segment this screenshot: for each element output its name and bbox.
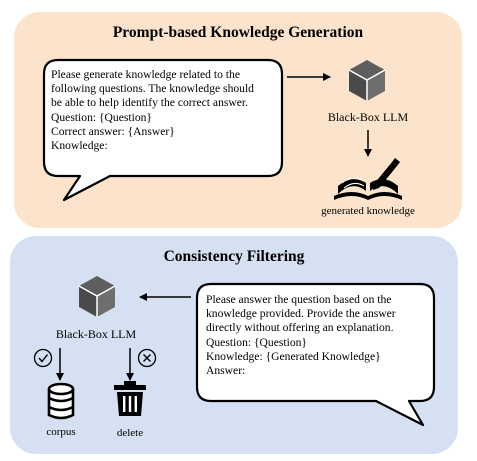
llm-label: Black-Box LLM <box>55 327 137 341</box>
generation-prompt-bubble <box>42 58 284 202</box>
llm-label: Black-Box LLM <box>327 110 409 124</box>
knowledge-generation-title: Prompt-based Knowledge Generation <box>112 24 364 41</box>
cube-icon <box>78 276 116 317</box>
cube-icon <box>348 60 386 101</box>
filtering-prompt-bubble <box>195 282 436 427</box>
cross-circle-icon <box>137 348 157 368</box>
book-pen-icon <box>334 158 402 200</box>
database-icon <box>47 382 75 420</box>
delete-label: delete <box>116 427 144 439</box>
consistency-filtering-title: Consistency Filtering <box>163 248 305 265</box>
generated-knowledge-label: generated knowledge <box>321 205 415 217</box>
check-circle-icon <box>33 348 53 368</box>
filtering-prompt-text: Please answer the question based on the … <box>206 293 396 378</box>
trash-icon <box>114 381 146 416</box>
corpus-label: corpus <box>46 426 76 438</box>
generation-prompt-text: Please generate knowledge related to the… <box>51 68 254 153</box>
